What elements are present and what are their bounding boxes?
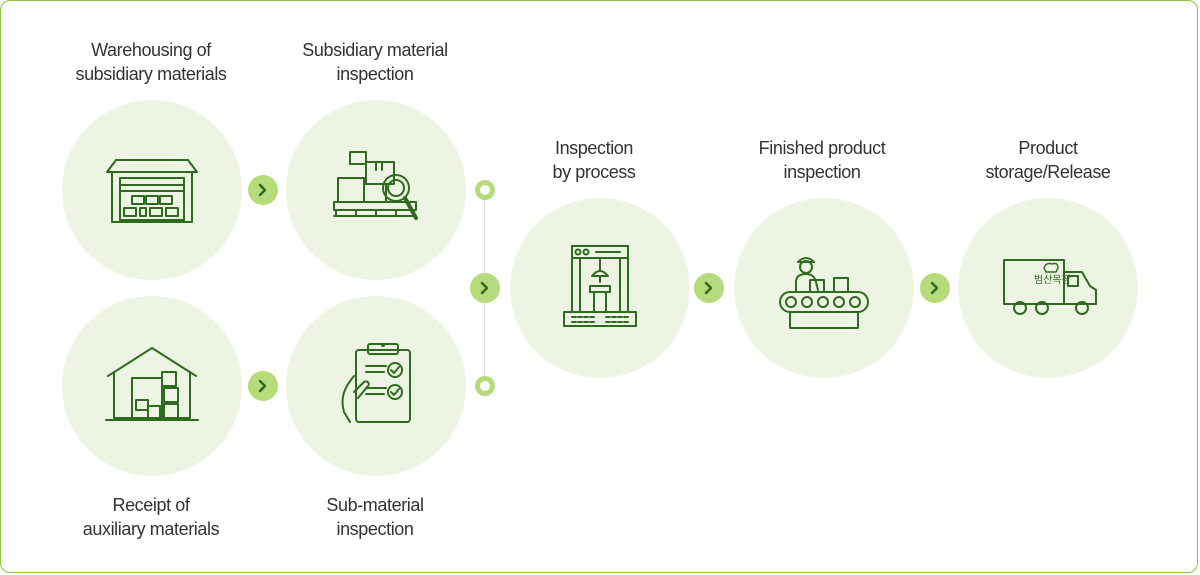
warehouse-icon	[106, 159, 198, 223]
inspection-by-process-label-line1: Inspection	[554, 138, 634, 158]
subsidiary-inspection-step	[286, 100, 466, 280]
truck-logo-text: 범산목장	[1034, 274, 1071, 286]
warehousing-label: Warehousing of subsidiary materials	[41, 38, 261, 86]
receipt-label-line1: Receipt of	[112, 495, 190, 515]
chevron-right-icon	[480, 281, 489, 295]
boxes-magnifier-icon	[333, 151, 418, 220]
storage-release-label: Product storage/Release	[938, 136, 1158, 184]
inspection-by-process-step	[510, 198, 690, 378]
subsidiary-inspection-label: Subsidiary material inspection	[265, 38, 485, 86]
arrow-warehousing-to-inspection	[248, 175, 278, 205]
warehousing-label-line1: Warehousing of	[91, 40, 211, 60]
receipt-label-line2: auxiliary materials	[82, 519, 220, 539]
sub-material-inspection-label: Sub-material inspection	[265, 493, 485, 541]
arrow-receipt-to-inspection	[248, 371, 278, 401]
storage-release-step: 범산목장	[958, 198, 1138, 378]
inspection-by-process-label-line2: by process	[552, 162, 636, 182]
inspection-by-process-label: Inspection by process	[484, 136, 704, 184]
receipt-step	[62, 296, 242, 476]
chevron-right-icon	[704, 281, 713, 295]
conveyor-worker-icon	[779, 257, 869, 329]
warehousing-step	[62, 100, 242, 280]
subsidiary-inspection-label-line1: Subsidiary material	[302, 40, 448, 60]
chevron-right-icon	[258, 183, 267, 197]
sub-material-inspection-label-line1: Sub-material	[326, 495, 424, 515]
clipboard-check-icon	[341, 343, 411, 423]
house-boxes-icon	[105, 347, 199, 421]
warehousing-label-line2: subsidiary materials	[75, 64, 227, 84]
chevron-right-icon	[258, 379, 267, 393]
storage-release-label-line1: Product	[1018, 138, 1078, 158]
merge-dot-bottom	[475, 376, 495, 396]
arrow-to-finished-inspection	[694, 273, 724, 303]
receipt-label: Receipt of auxiliary materials	[41, 493, 261, 541]
merge-dot-top	[475, 180, 495, 200]
sub-material-inspection-label-line2: inspection	[336, 519, 414, 539]
chevron-right-icon	[930, 281, 939, 295]
arrow-to-storage-release	[920, 273, 950, 303]
arrow-to-process-inspection	[470, 273, 500, 303]
press-machine-icon	[563, 245, 637, 327]
finished-inspection-step	[734, 198, 914, 378]
subsidiary-inspection-label-line2: inspection	[336, 64, 414, 84]
finished-inspection-label-line2: inspection	[783, 162, 861, 182]
delivery-truck-icon: 범산목장	[1003, 259, 1097, 315]
finished-inspection-label-line1: Finished product	[758, 138, 886, 158]
storage-release-label-line2: storage/Release	[985, 162, 1111, 182]
sub-material-inspection-step	[286, 296, 466, 476]
finished-inspection-label: Finished product inspection	[712, 136, 932, 184]
